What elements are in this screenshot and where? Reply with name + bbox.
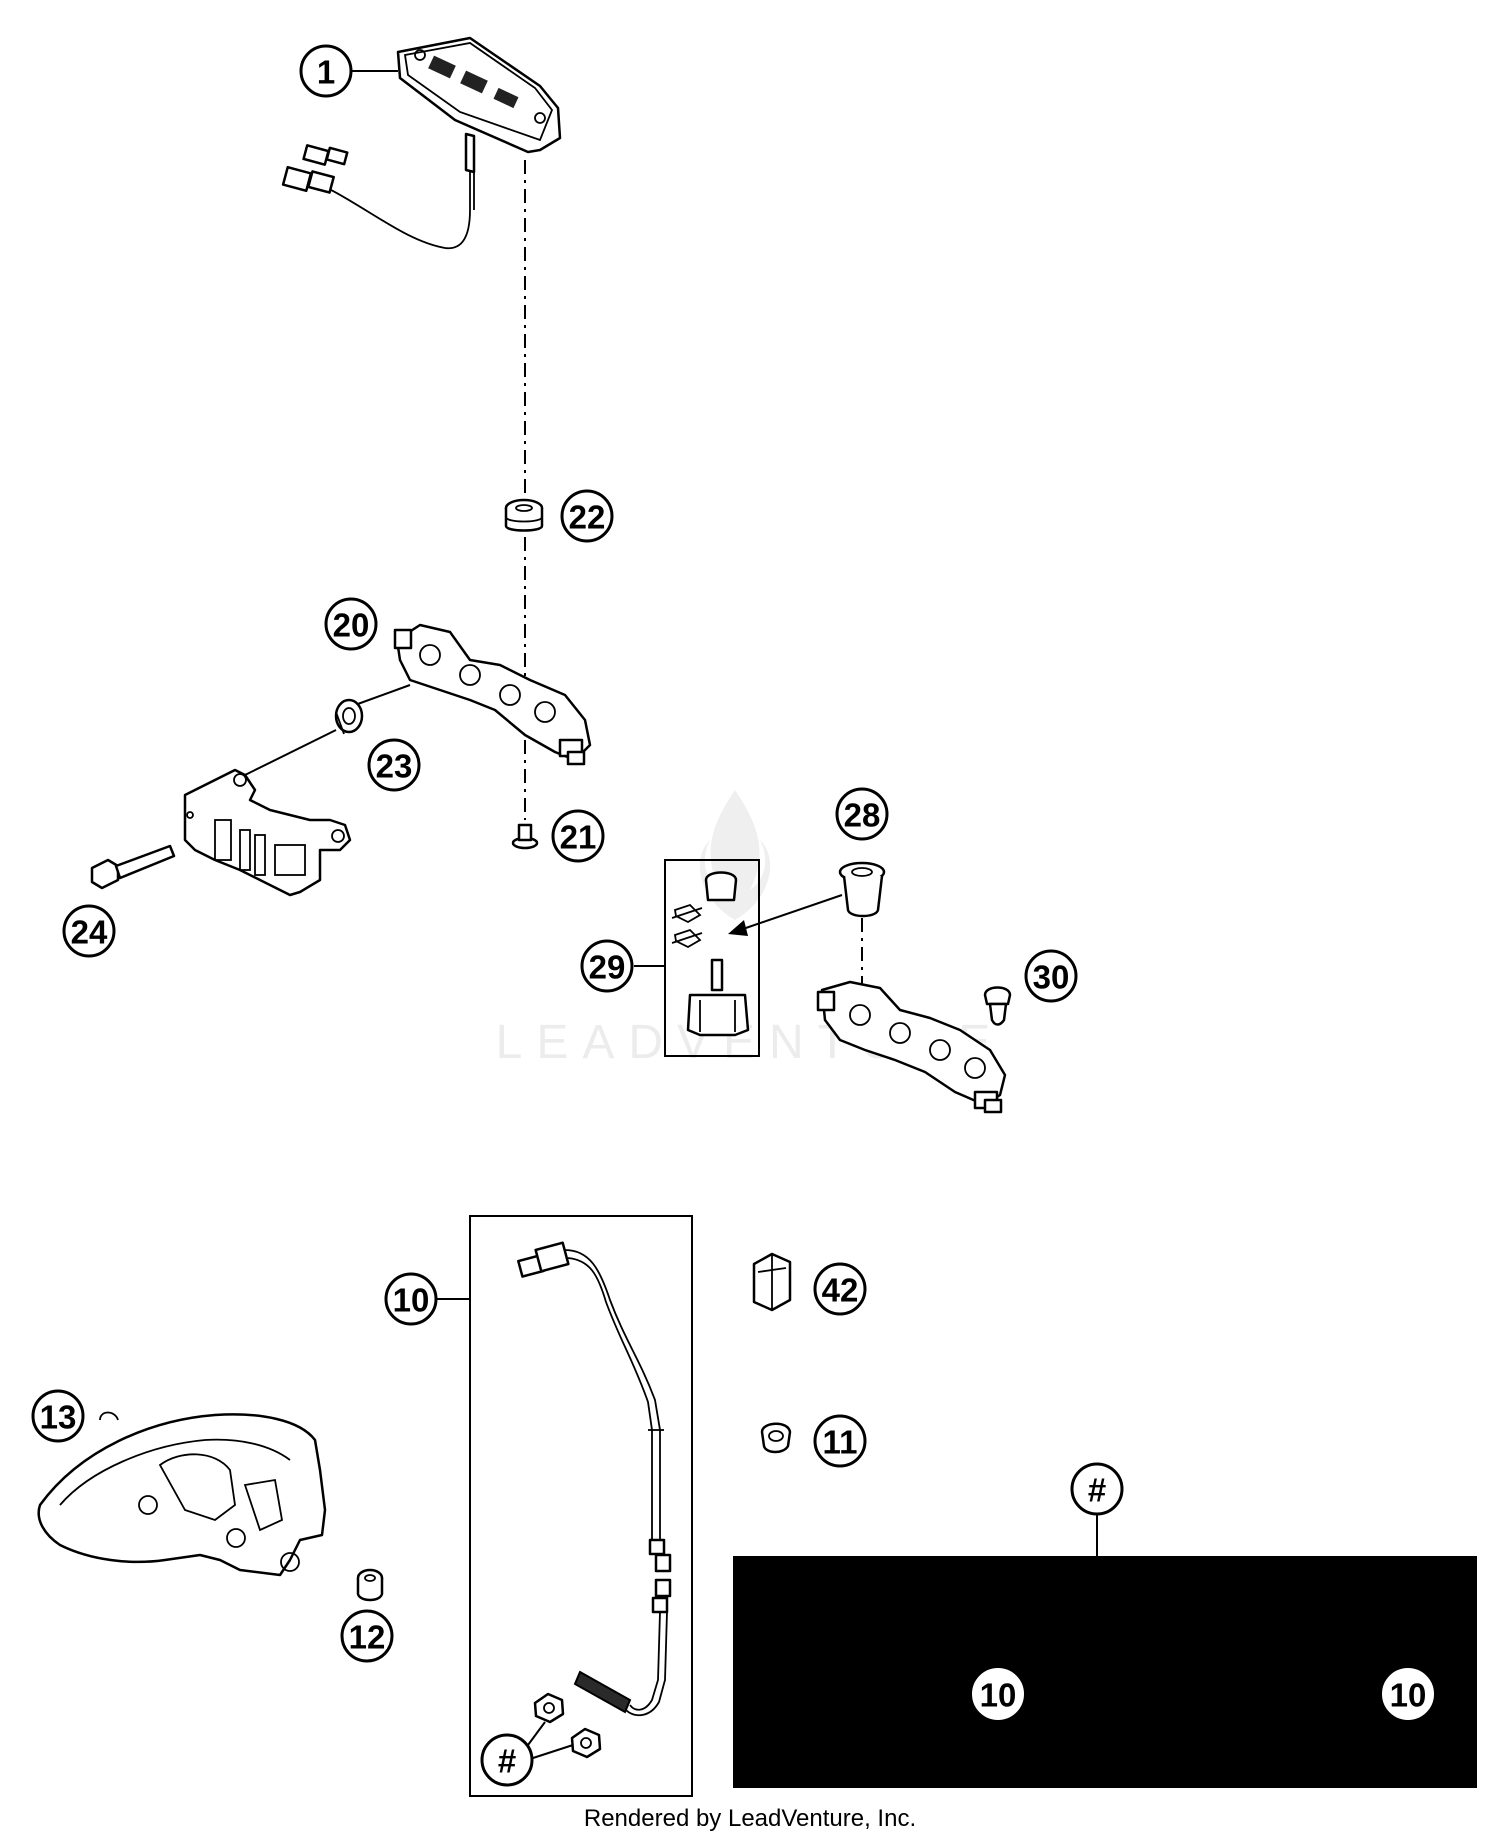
- kit-panel: [733, 1556, 1477, 1788]
- callout-30: 30: [1024, 949, 1078, 1003]
- svg-text:11: 11: [823, 1424, 858, 1461]
- svg-text:23: 23: [376, 748, 413, 785]
- callout-12: 12: [340, 1609, 394, 1663]
- sleeve-12: [356, 1568, 384, 1602]
- nuts: [527, 1692, 602, 1759]
- damper-23: [334, 698, 364, 735]
- sleeve-28: [838, 861, 886, 918]
- plug-30: [983, 986, 1012, 1026]
- callout-10-kit-right: 10: [1382, 1668, 1434, 1720]
- svg-text:13: 13: [40, 1399, 77, 1436]
- kit-box-29: [664, 859, 760, 1057]
- speed-sensor-cable: [517, 1241, 672, 1717]
- svg-text:24: 24: [71, 914, 108, 951]
- sensor-ring-13: [37, 1411, 327, 1577]
- kit-29-parts: [671, 871, 750, 1037]
- svg-text:10: 10: [393, 1282, 430, 1319]
- footer-credit: Rendered by LeadVenture, Inc.: [584, 1805, 916, 1832]
- callout-23: 23: [367, 738, 421, 792]
- callout-29: 29: [580, 939, 634, 993]
- svg-text:20: 20: [333, 607, 370, 644]
- arrow-28-to-kit: [728, 894, 843, 936]
- callout-28: 28: [835, 787, 889, 841]
- svg-text:29: 29: [589, 949, 626, 986]
- holder-bracket-right: [816, 980, 1007, 1114]
- cable-clamp-11: [760, 1422, 792, 1454]
- callout-24: 24: [62, 904, 116, 958]
- svg-text:22: 22: [569, 499, 606, 536]
- callout-hash-nuts: #: [480, 1733, 534, 1787]
- leader-23-plate: [244, 729, 337, 776]
- holder-bracket-20: [393, 623, 592, 766]
- svg-text:12: 12: [349, 1619, 386, 1656]
- callout-13: 13: [31, 1389, 85, 1443]
- callout-10-kit-left: 10: [972, 1668, 1024, 1720]
- clip-42: [752, 1252, 792, 1312]
- callout-10: 10: [384, 1272, 438, 1326]
- svg-text:#: #: [498, 1743, 516, 1780]
- screw-21: [511, 823, 539, 850]
- callout-hash-kit: #: [1070, 1462, 1124, 1516]
- mounting-plate: [183, 768, 352, 897]
- svg-text:#: #: [1088, 1472, 1106, 1509]
- kit-box-10: [469, 1215, 693, 1797]
- callout-21: 21: [551, 809, 605, 863]
- svg-text:28: 28: [844, 797, 881, 834]
- callout-22: 22: [560, 489, 614, 543]
- bolt-24: [90, 844, 176, 890]
- svg-text:21: 21: [560, 819, 597, 856]
- callout-1: 1: [299, 44, 353, 98]
- svg-text:10: 10: [1390, 1677, 1427, 1714]
- svg-text:1: 1: [317, 54, 335, 91]
- callout-20: 20: [324, 597, 378, 651]
- svg-text:30: 30: [1033, 959, 1070, 996]
- svg-text:42: 42: [822, 1272, 859, 1309]
- svg-text:10: 10: [980, 1677, 1017, 1714]
- rubber-bushing-22: [504, 498, 544, 532]
- leader-20-23: [354, 684, 411, 706]
- callout-11: 11: [813, 1414, 867, 1468]
- callout-42: 42: [813, 1262, 867, 1316]
- speedometer-part: [281, 36, 562, 250]
